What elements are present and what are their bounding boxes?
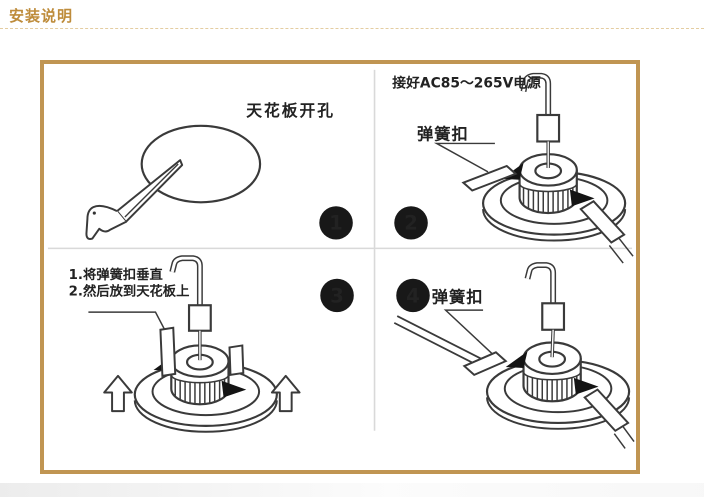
step2-panel: 接好AC85～265V电源 弹簧扣 2: [392, 72, 634, 264]
step4-spring-clip-left-extended: [393, 315, 508, 377]
up-arrow-right: [270, 374, 301, 413]
cutter-blade-edge: [124, 163, 179, 218]
step1-number: 1: [329, 212, 343, 235]
step2-clip-label: 弹簧扣: [417, 125, 469, 144]
up-arrow-left: [103, 374, 133, 413]
step4-clip-leader-line: [443, 309, 497, 358]
step3-badge: 3: [320, 278, 354, 313]
cutter-tool: [85, 159, 184, 240]
step2-spring-clip-right: [579, 200, 634, 264]
cutter-handle-pin: [92, 211, 96, 215]
step3-number: 3: [330, 284, 344, 307]
step2-clip-leader-line: [433, 142, 495, 173]
step2-number: 2: [404, 212, 418, 235]
step1-caption: 天花板开孔: [246, 101, 335, 120]
step4-number: 4: [406, 284, 420, 307]
step3-leader-line: [88, 311, 170, 339]
page-title: 安装说明: [9, 7, 74, 25]
ceiling-hole-ellipse: [140, 124, 262, 204]
step3-panel: 1.将弹簧扣垂直 2.然后放到天花板上 3: [69, 255, 354, 433]
step4-badge: 4: [396, 278, 430, 313]
step3-spring-clip-right-vertical: [228, 344, 245, 377]
step3-wire-connector: [187, 304, 212, 332]
step4-wire-connector: [541, 302, 566, 331]
step3-instruction-line1: 1.将弹簧扣垂直: [69, 266, 163, 283]
step2-wire-connector: [536, 113, 561, 143]
step4-feed-wire: [550, 329, 555, 358]
step2-badge: 2: [394, 206, 428, 240]
step2-spring-clip-left: [461, 164, 518, 192]
step4-power-wire: [524, 262, 566, 331]
section-header: 安装说明: [0, 0, 704, 29]
step3-downlight-fixture: [133, 344, 278, 433]
step4-spring-clip-right: [583, 388, 635, 449]
step1-panel: 天花板开孔 1: [85, 101, 353, 240]
instruction-diagram-frame: 天花板开孔 1 接好AC85～265V电源 弹簧扣 2: [40, 60, 640, 474]
step4-clip-label: 弹簧扣: [432, 287, 484, 306]
step2-power-label: 接好AC85～265V电源: [392, 75, 541, 92]
installation-diagram: 天花板开孔 1 接好AC85～265V电源 弹簧扣 2: [47, 69, 635, 449]
cutter-handle: [85, 204, 127, 240]
step3-spring-clip-left-vertical: [159, 326, 177, 377]
step3-power-wire: [169, 255, 212, 332]
step3-instruction-line2: 2.然后放到天花板上: [69, 282, 190, 299]
step1-badge: 1: [319, 206, 353, 240]
bottom-fade-strip: [0, 483, 704, 497]
step4-panel: 弹簧扣 4: [393, 262, 635, 449]
